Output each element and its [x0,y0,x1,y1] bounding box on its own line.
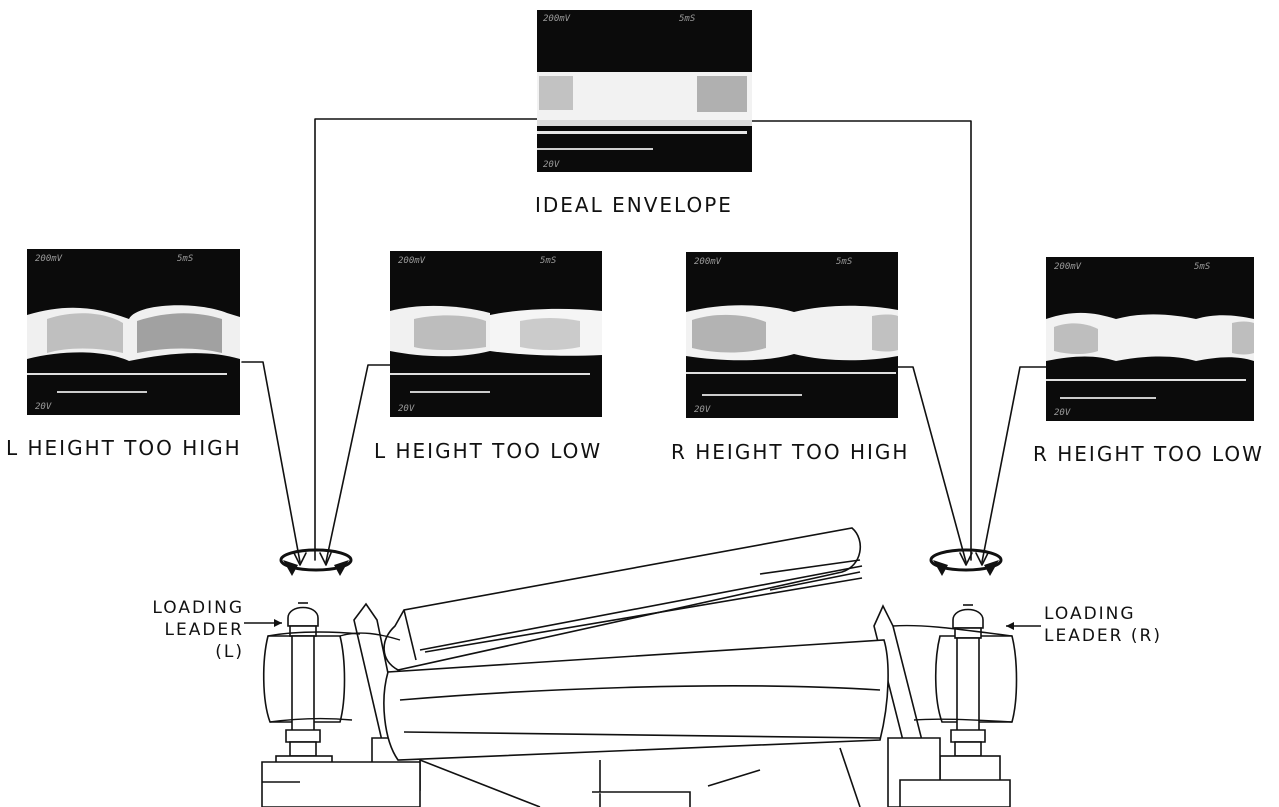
r-high-scale-readout: 20V [694,405,711,415]
left-guide-label-line1: LOADING [134,597,244,619]
arrow-head-2 [320,553,331,565]
l-high-time-readout: 5mS [177,254,194,264]
r-low-scale-readout: 20V [1054,408,1071,418]
l-high-volts-readout: 200mV [35,254,63,264]
r-low-time-readout: 5mS [1194,262,1211,272]
l-height-too-low-scope: 200mV 5mS 20V [390,251,602,417]
r-height-too-high-scope: 200mV 5mS 20V [686,252,898,418]
left-guide-label-line2: LEADER (L) [134,619,244,663]
ideal-scale-readout: 20V [543,160,560,170]
ideal-volts-readout: 200mV [543,14,571,24]
l-low-time-readout: 5mS [540,256,557,266]
r-height-too-low-caption: R HEIGHT TOO LOW [1033,442,1264,466]
r-height-too-high-caption: R HEIGHT TOO HIGH [671,440,909,464]
left-guide-label: LOADING LEADER (L) [134,597,244,663]
r-high-volts-readout: 200mV [694,257,722,267]
right-guide-label: LOADING LEADER (R) [1044,603,1162,647]
l-high-scale-readout: 20V [35,402,52,412]
right-guide-label-line1: LOADING [1044,603,1162,625]
l-height-too-high-caption: L HEIGHT TOO HIGH [6,436,242,460]
l-low-connector [326,365,390,562]
right-guide-label-line2: LEADER (R) [1044,625,1162,647]
ideal-envelope-scope: 200mV 5mS 20V [537,10,752,172]
l-height-too-low-caption: L HEIGHT TOO LOW [374,439,602,463]
ideal-envelope-caption: IDEAL ENVELOPE [535,193,733,217]
l-height-too-high-scope: 200mV 5mS 20V [27,249,240,415]
r-high-time-readout: 5mS [836,257,853,267]
r-low-volts-readout: 200mV [1054,262,1082,272]
r-height-too-low-scope: 200mV 5mS 20V [1046,257,1254,421]
head-drum [384,528,888,807]
ideal-time-readout: 5mS [679,14,696,24]
l-low-volts-readout: 200mV [398,256,426,266]
r-high-connector [898,367,966,562]
l-high-connector [242,362,300,562]
l-low-scale-readout: 20V [398,404,415,414]
